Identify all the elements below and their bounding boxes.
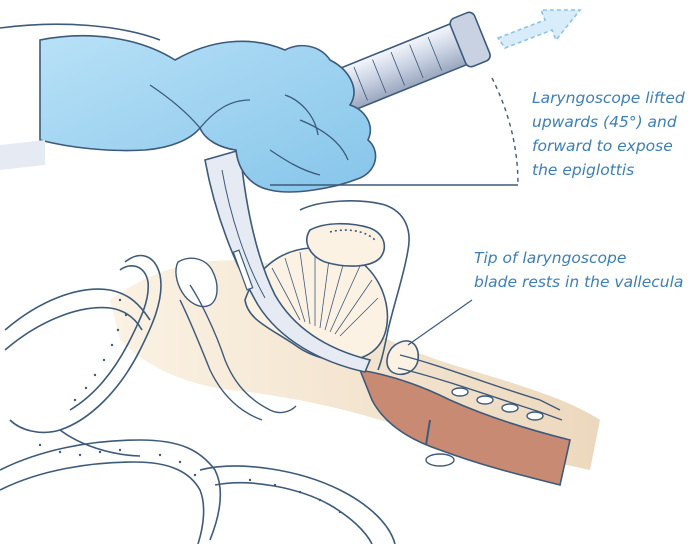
tip-pointer-line — [408, 300, 472, 345]
dashed-arrow-icon — [498, 10, 580, 48]
tip-annotation: Tip of laryngoscope blade rests in the v… — [474, 246, 694, 294]
lift-annotation: Laryngoscope lifted upwards (45°) and fo… — [532, 86, 692, 182]
